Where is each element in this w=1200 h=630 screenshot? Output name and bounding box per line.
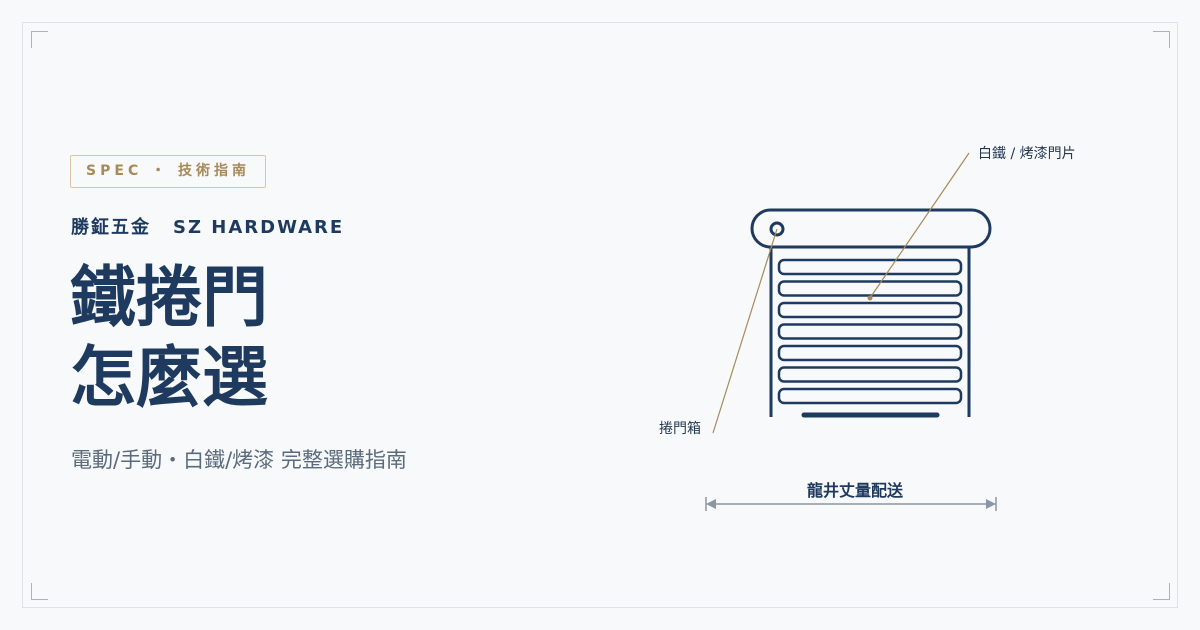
door-slat <box>777 323 963 340</box>
corner-mark-bottom-left <box>31 583 48 600</box>
box-leader-line <box>712 228 778 434</box>
corner-mark-top-left <box>31 31 48 48</box>
door-slat <box>777 387 963 405</box>
door-slat <box>777 366 963 383</box>
brand-name-zh: 勝鉦五金 <box>71 217 151 238</box>
measure-arrow-left-icon <box>706 499 716 509</box>
door-slat <box>777 301 963 319</box>
label-door-panel: 白鐵 / 烤漆門片 <box>978 146 1076 162</box>
page-subtitle: 電動/手動・白鐵/烤漆 完整選購指南 <box>71 448 407 472</box>
spec-tag: SPEC ・ 技術指南 <box>70 155 266 188</box>
corner-mark-bottom-right <box>1153 583 1170 600</box>
door-slats <box>777 258 963 405</box>
page-frame <box>22 22 1178 608</box>
page-title-line-1: 鐵捲門 <box>70 258 268 336</box>
door-slat <box>777 280 963 297</box>
panel-leader-dot <box>867 295 873 301</box>
measure-arrow-right-icon <box>986 499 996 509</box>
label-roller-box: 捲門箱 <box>659 421 701 437</box>
page-title-line-2: 怎麼選 <box>70 338 268 416</box>
door-slat <box>777 258 963 276</box>
label-measure-delivery: 龍井丈量配送 <box>806 481 903 500</box>
door-slat <box>777 344 963 362</box>
roller-box <box>750 208 992 249</box>
brand-line: 勝鉦五金 SZ HARDWARE <box>71 216 344 240</box>
panel-leader-line <box>869 152 970 299</box>
brand-name-en: SZ HARDWARE <box>173 217 345 238</box>
corner-mark-top-right <box>1153 31 1170 48</box>
roller-axle <box>769 221 785 237</box>
